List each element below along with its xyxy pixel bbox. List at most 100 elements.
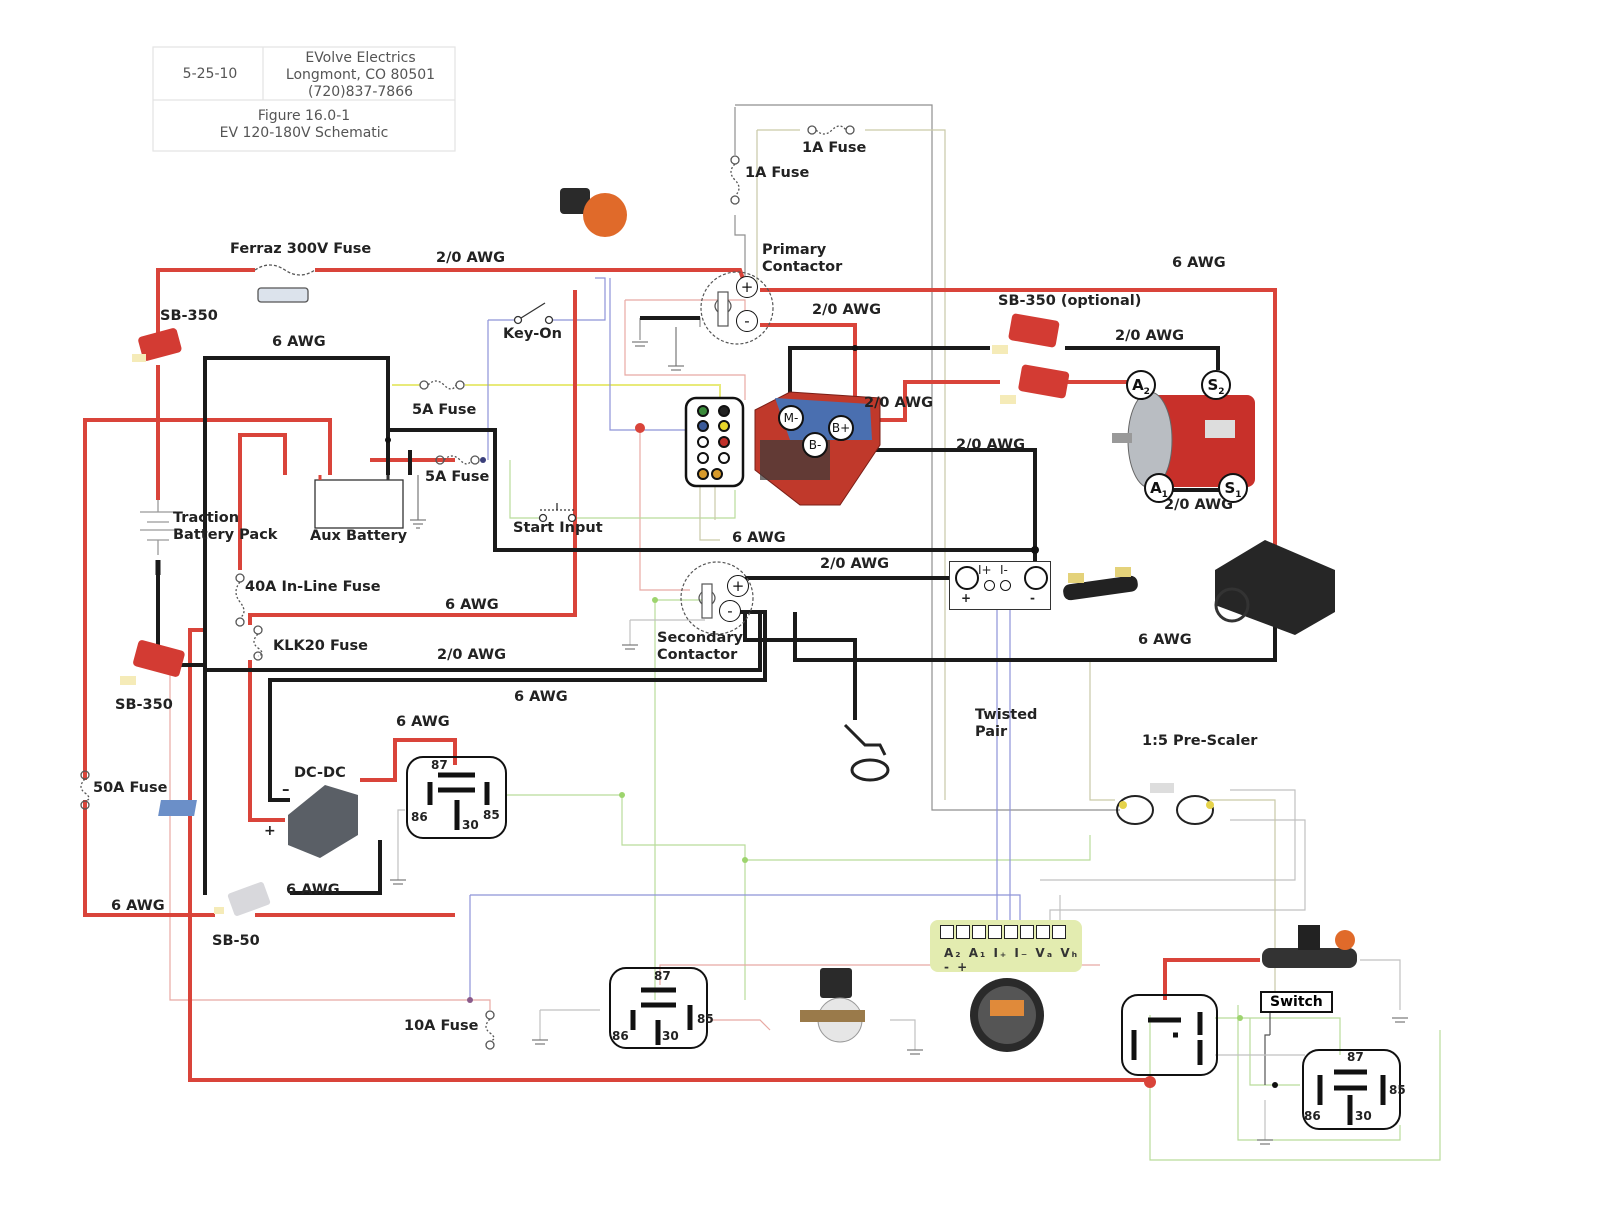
shunt-i-plus-label: I+ xyxy=(978,563,992,577)
fuse-1a-horizontal-icon xyxy=(807,125,855,135)
meter-terminal xyxy=(988,925,1002,939)
ground-icons xyxy=(390,327,1408,1145)
terminal-letter: A xyxy=(1150,479,1162,497)
hv-positive-cables xyxy=(83,268,1277,1082)
relay3-pin87: 87 xyxy=(1347,1050,1364,1064)
relay-switch-right-icon[interactable] xyxy=(1302,1049,1401,1130)
relay2-pin85: 85 xyxy=(697,1012,714,1026)
sb350-optional-connector-icon-1 xyxy=(992,313,1060,354)
gauge-relay-6awg: 6 AWG xyxy=(396,714,450,730)
gauge-controller-bplus: 2/0 AWG xyxy=(864,395,933,411)
sb350-optional-connector-icon-2 xyxy=(1000,364,1070,404)
sb350-top-connector-icon xyxy=(132,328,182,362)
shunt-minus-terminal xyxy=(1024,566,1048,590)
label-aux-battery: Aux Battery xyxy=(310,528,408,544)
secondary-contactor-icon[interactable] xyxy=(680,561,754,635)
controller-terminal-b-plus: B+ xyxy=(828,415,854,441)
label-5a-fuse-bottom: 5A Fuse xyxy=(425,469,490,485)
relay3-pin30: 30 xyxy=(1355,1109,1372,1123)
relay-dcdc-icon[interactable] xyxy=(406,756,507,839)
motor-terminal-a1: A1 xyxy=(1144,473,1174,503)
relay2-pin30: 30 xyxy=(662,1029,679,1043)
throttle-pedal-icon xyxy=(843,723,890,782)
inertia-switch-icon xyxy=(560,188,627,237)
key-on-switch-icon xyxy=(513,302,554,325)
meter-terminal xyxy=(1052,925,1066,939)
meter-terminal xyxy=(940,925,954,939)
relay1-pin86: 86 xyxy=(411,810,428,824)
label-ferraz-fuse: Ferraz 300V Fuse xyxy=(230,241,372,257)
traction-battery-icon xyxy=(140,500,176,575)
title-caption: EV 120-180V Schematic xyxy=(219,125,389,141)
label-10a-fuse: 10A Fuse xyxy=(404,1018,479,1034)
relay-10a-icon[interactable] xyxy=(609,967,708,1049)
dc-dc-converter-icon[interactable] xyxy=(158,785,358,858)
title-block xyxy=(152,46,456,152)
ferraz-fuse-icon xyxy=(254,264,316,303)
fuse-klk20-icon xyxy=(253,625,263,661)
label-sb350-optional: SB-350 (optional) xyxy=(998,293,1142,309)
label-twisted-pair: Twisted Pair xyxy=(975,707,1038,740)
terminal-letter: S xyxy=(1224,479,1236,497)
meter-terminal xyxy=(956,925,970,939)
label-sb350-bottom: SB-350 xyxy=(115,697,173,713)
controller-connector-icon[interactable] xyxy=(684,396,745,488)
label-klk20-fuse: KLK20 Fuse xyxy=(273,638,368,654)
gauge-dcdc-6awg: 6 AWG xyxy=(514,689,568,705)
fuse-5a-bottom-icon xyxy=(435,455,480,465)
meter-terminal xyxy=(1004,925,1018,939)
relay3-pin86: 86 xyxy=(1304,1109,1321,1123)
shunt-plus-terminal xyxy=(955,566,979,590)
gauge-aux-6awg: 6 AWG xyxy=(272,334,326,350)
fuse-symbols xyxy=(80,125,855,1050)
gauge-optional-motor: 2/0 AWG xyxy=(1115,328,1184,344)
primary-contactor-icon[interactable] xyxy=(700,271,774,345)
label-1a-fuse-horizontal: 1A Fuse xyxy=(802,140,867,156)
meter-terminal xyxy=(1020,925,1034,939)
charger-icon[interactable] xyxy=(1214,540,1335,635)
primary-contactor-plus: + xyxy=(736,276,758,298)
relay-switch-left-icon[interactable] xyxy=(1121,994,1218,1076)
fuse-10a-icon xyxy=(485,1010,495,1050)
terminal-letter: A xyxy=(1132,376,1144,394)
relay3-pin85: 85 xyxy=(1389,1083,1406,1097)
label-switch: Switch xyxy=(1260,991,1333,1013)
label-prescaler: 1:5 Pre-Scaler xyxy=(1142,733,1258,749)
shunt-minus-label: - xyxy=(1030,591,1035,605)
title-address: Longmont, CO 80501 xyxy=(285,67,436,83)
label-40a-fuse: 40A In-Line Fuse xyxy=(245,579,381,595)
gauge-start-6awg: 6 AWG xyxy=(732,530,786,546)
prescaler-icon xyxy=(1116,783,1214,825)
meter-terminal-labels: A₂ A₁ I₊ I₋ Vₐ Vₕ - + xyxy=(944,946,1080,974)
secondary-contactor-minus: - xyxy=(719,600,741,622)
shunt-plus-label: + xyxy=(961,591,972,605)
meter-terminal xyxy=(972,925,986,939)
switch-assembly-icon xyxy=(1262,925,1357,968)
gauge-fuse-6awg: 6 AWG xyxy=(445,597,499,613)
hv-negative-cables xyxy=(156,316,1277,895)
shunt-i-minus-terminal xyxy=(1000,580,1011,591)
junction-dots xyxy=(385,345,1278,1088)
label-5a-fuse-top: 5A Fuse xyxy=(412,402,477,418)
fuse-1a-vertical-icon xyxy=(730,155,740,205)
terminal-letter: S xyxy=(1207,376,1219,394)
traction-motor-icon[interactable] xyxy=(1112,391,1255,489)
gauge-klk-2-0: 2/0 AWG xyxy=(437,647,506,663)
label-sb50: SB-50 xyxy=(212,933,260,949)
label-primary-contactor: Primary Contactor xyxy=(762,242,843,275)
label-traction-battery-pack: Traction Battery Pack xyxy=(173,510,278,543)
meter-terminal-strip: A₂ A₁ I₊ I₋ Vₐ Vₕ - + xyxy=(930,920,1082,974)
anderson-connectors xyxy=(120,313,1070,916)
sb50-connector-icon xyxy=(214,882,271,916)
gauge-top-main: 2/0 AWG xyxy=(436,250,505,266)
title-company: EVolve Electrics xyxy=(305,50,416,66)
battery-meter-icon xyxy=(970,978,1044,1052)
title-date: 5-25-10 xyxy=(182,66,238,82)
motor-terminal-s1: S1 xyxy=(1218,473,1248,503)
gauge-charger-6awg: 6 AWG xyxy=(1138,632,1192,648)
shunt-icon xyxy=(1063,567,1138,601)
reduction-relay-icon xyxy=(800,968,865,1043)
motor-terminal-s2: S2 xyxy=(1201,370,1231,400)
gauge-top-right: 6 AWG xyxy=(1172,255,1226,271)
fuse-40a-icon xyxy=(235,573,245,627)
